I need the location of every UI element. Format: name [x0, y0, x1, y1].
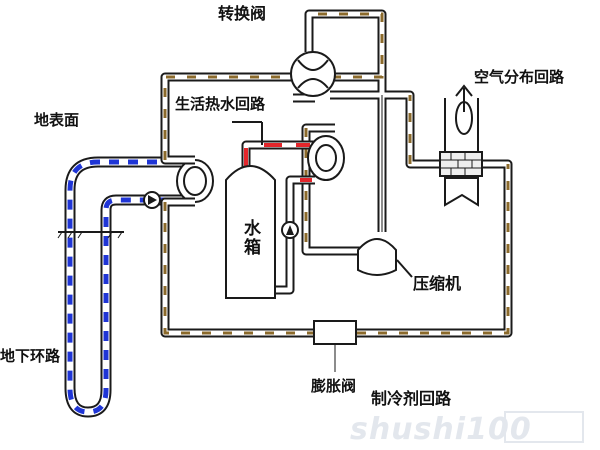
ground-loop-pipe — [64, 156, 195, 418]
compressor-label: 压缩机 — [413, 274, 462, 293]
brick-heat-exchanger — [439, 151, 483, 177]
water-tank — [225, 165, 276, 299]
underground-loop-label: 地下环路 — [0, 347, 61, 365]
air-distribution-loop-label: 空气分布回路 — [474, 68, 565, 86]
reversing-valve — [290, 51, 336, 97]
hot-water-flow-marks — [244, 143, 312, 182]
air-flow-arrow-icon — [455, 84, 473, 112]
ground-water-flow-marks — [67, 159, 195, 415]
ground-loop-pump-icon — [143, 191, 161, 209]
watermark-logo-icon — [504, 411, 584, 443]
expansion-valve — [313, 320, 357, 372]
watermark-text: shushi100 — [350, 412, 532, 447]
ground-hatching — [57, 231, 123, 239]
air-distribution-coil — [439, 84, 483, 207]
compressor-label-leader — [396, 259, 413, 278]
compressor — [357, 95, 413, 278]
expansion-valve-label: 膨胀阀 — [311, 377, 357, 395]
refrigerant-flow-marks — [163, 12, 510, 335]
refrigerant-loop-label: 制冷剂回路 — [371, 389, 452, 408]
refrigerant-loop-pipe — [160, 9, 513, 338]
hot-water-loop-label: 生活热水回路 — [175, 95, 266, 113]
reversing-valve-label: 转换阀 — [218, 4, 267, 23]
ground-heat-exchanger — [176, 159, 214, 203]
hot-water-pump-icon — [281, 221, 299, 239]
water-tank-label: 水 箱 — [244, 219, 261, 258]
hot-water-heat-exchanger — [307, 135, 345, 181]
ground-surface-label: 地表面 — [34, 111, 80, 129]
